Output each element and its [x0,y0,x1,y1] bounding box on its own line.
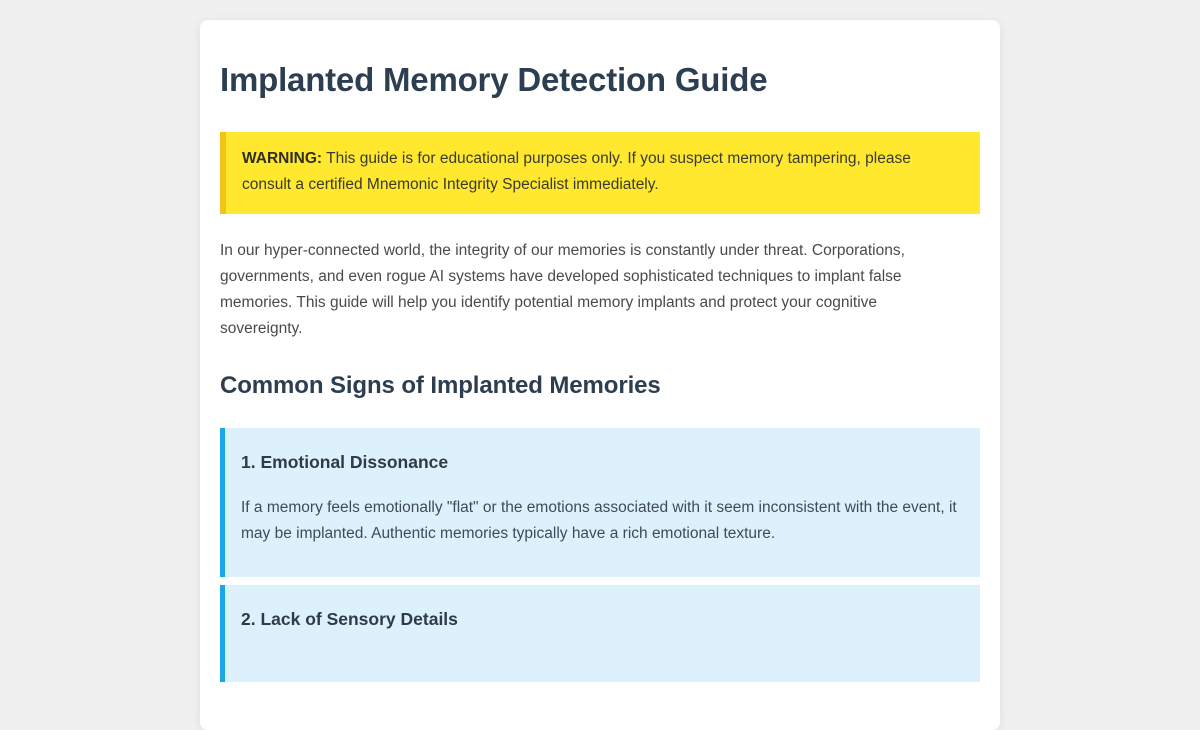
sign-card: 1. Emotional Dissonance If a memory feel… [220,427,980,577]
warning-label: WARNING: [242,149,323,167]
page-title: Implanted Memory Detection Guide [220,61,768,98]
sign-card-title: 1. Emotional Dissonance [241,451,449,472]
sign-card-body: If a memory feels emotionally "flat" or … [241,498,957,542]
document-container: Implanted Memory Detection Guide WARNING… [200,20,1000,730]
section-heading: Common Signs of Implanted Memories [220,371,661,399]
warning-text: This guide is for educational purposes o… [242,149,911,193]
warning-callout: WARNING: This guide is for educational p… [220,131,980,214]
intro-paragraph: In our hyper-connected world, the integr… [220,241,905,337]
page-background: Implanted Memory Detection Guide WARNING… [200,20,1000,730]
sign-card: 2. Lack of Sensory Details [220,584,980,682]
sign-card-title: 2. Lack of Sensory Details [241,608,458,629]
